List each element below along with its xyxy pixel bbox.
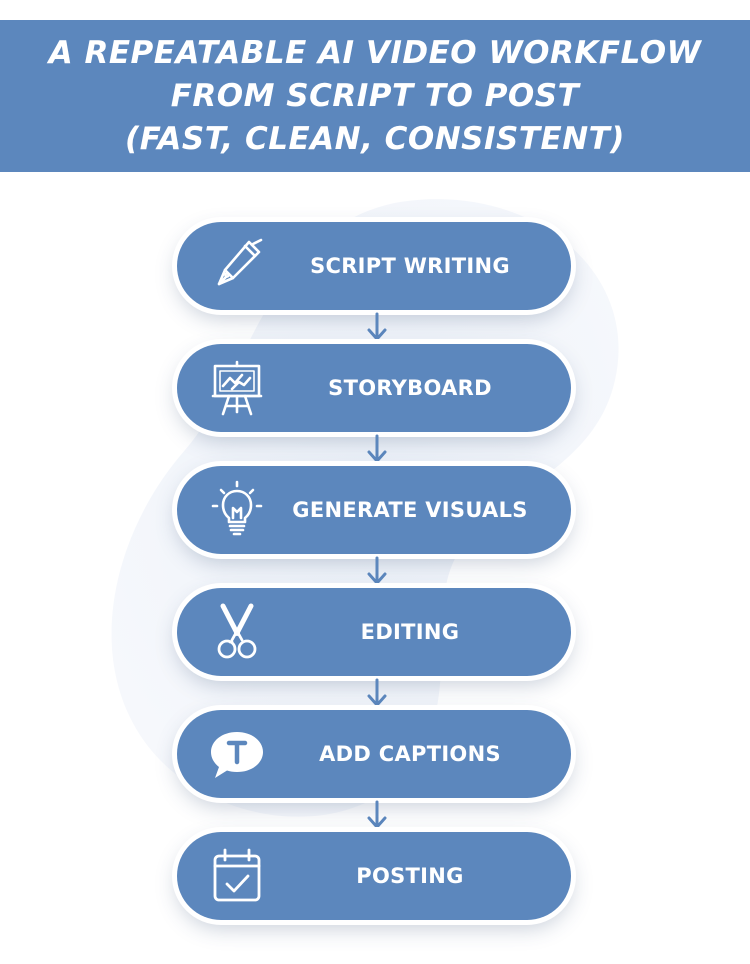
step-label: EDITING	[360, 620, 460, 644]
step-label: STORYBOARD	[328, 376, 492, 400]
step-posting: POSTING	[177, 832, 571, 920]
lightbulb-icon	[205, 478, 269, 542]
step-label: GENERATE VISUALS	[292, 498, 528, 522]
arrow-down-icon	[367, 800, 387, 829]
step-script-writing: SCRIPT WRITING	[177, 222, 571, 310]
text-bubble-icon	[205, 722, 269, 786]
step-add-captions: ADD CAPTIONS	[177, 710, 571, 798]
scissors-icon	[205, 600, 269, 664]
arrow-down-icon	[367, 678, 387, 707]
title-line-1: A REPEATABLE AI VIDEO WORKFLOW	[48, 34, 702, 71]
step-label: POSTING	[356, 864, 464, 888]
title-line-2: FROM SCRIPT TO POST	[170, 77, 580, 114]
step-editing: EDITING	[177, 588, 571, 676]
title-banner: A REPEATABLE AI VIDEO WORKFLOW FROM SCRI…	[0, 20, 750, 172]
arrow-down-icon	[367, 434, 387, 463]
pen-icon	[205, 234, 269, 298]
title-line-3: (FAST, CLEAN, CONSISTENT)	[125, 120, 625, 157]
calendar-check-icon	[205, 844, 269, 908]
step-generate-visuals: GENERATE VISUALS	[177, 466, 571, 554]
step-storyboard: STORYBOARD	[177, 344, 571, 432]
arrow-down-icon	[367, 312, 387, 341]
arrow-down-icon	[367, 556, 387, 585]
easel-chart-icon	[205, 356, 269, 420]
step-label: ADD CAPTIONS	[319, 742, 501, 766]
step-label: SCRIPT WRITING	[310, 254, 510, 278]
